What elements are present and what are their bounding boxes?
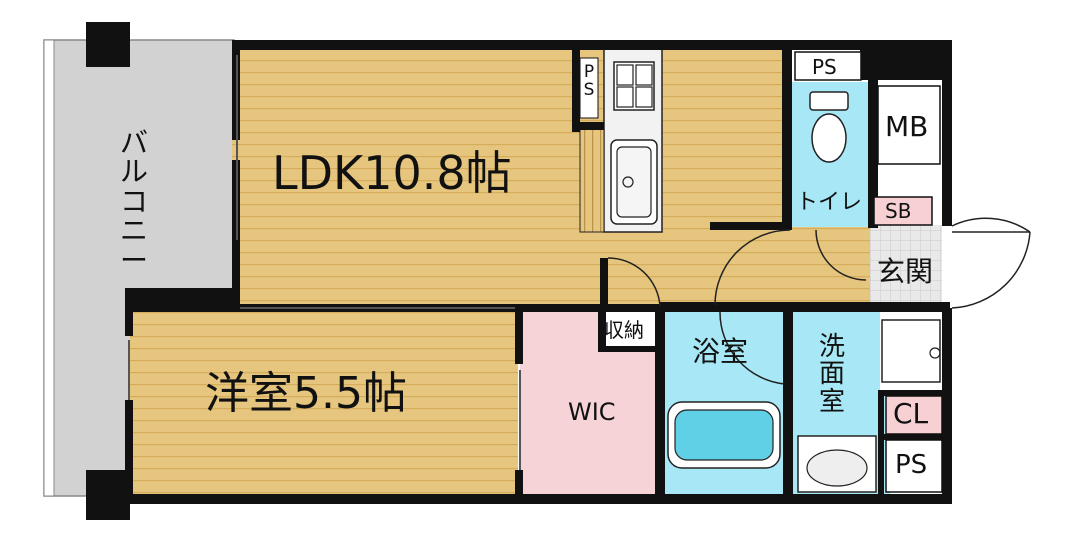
- room-label-bedroom: 洋室5.5帖: [205, 368, 407, 419]
- bedroom-floor: [130, 312, 518, 498]
- room-label-washroom: 洗面室: [818, 332, 845, 417]
- room-label-bath: 浴室: [692, 335, 749, 368]
- room-label-balcony: バルコニー: [120, 126, 149, 277]
- mb-label: MB: [885, 110, 929, 143]
- ps-kitchen-label: PS: [583, 62, 595, 100]
- entrance-floor: [870, 225, 942, 310]
- cl-label: CL: [893, 397, 929, 430]
- room-label-storage: 収納: [604, 318, 644, 342]
- ps-top-label: PS: [812, 55, 837, 79]
- room-label-entrance: 玄関: [877, 255, 934, 288]
- ps-bottom-label: PS: [895, 450, 928, 480]
- room-label-ldk: LDK10.8帖: [272, 146, 512, 200]
- room-label-wic: WIC: [568, 398, 616, 426]
- room-label-toilet: トイレ: [796, 190, 863, 215]
- storage-floor: [600, 312, 662, 352]
- sb-label: SB: [885, 199, 912, 223]
